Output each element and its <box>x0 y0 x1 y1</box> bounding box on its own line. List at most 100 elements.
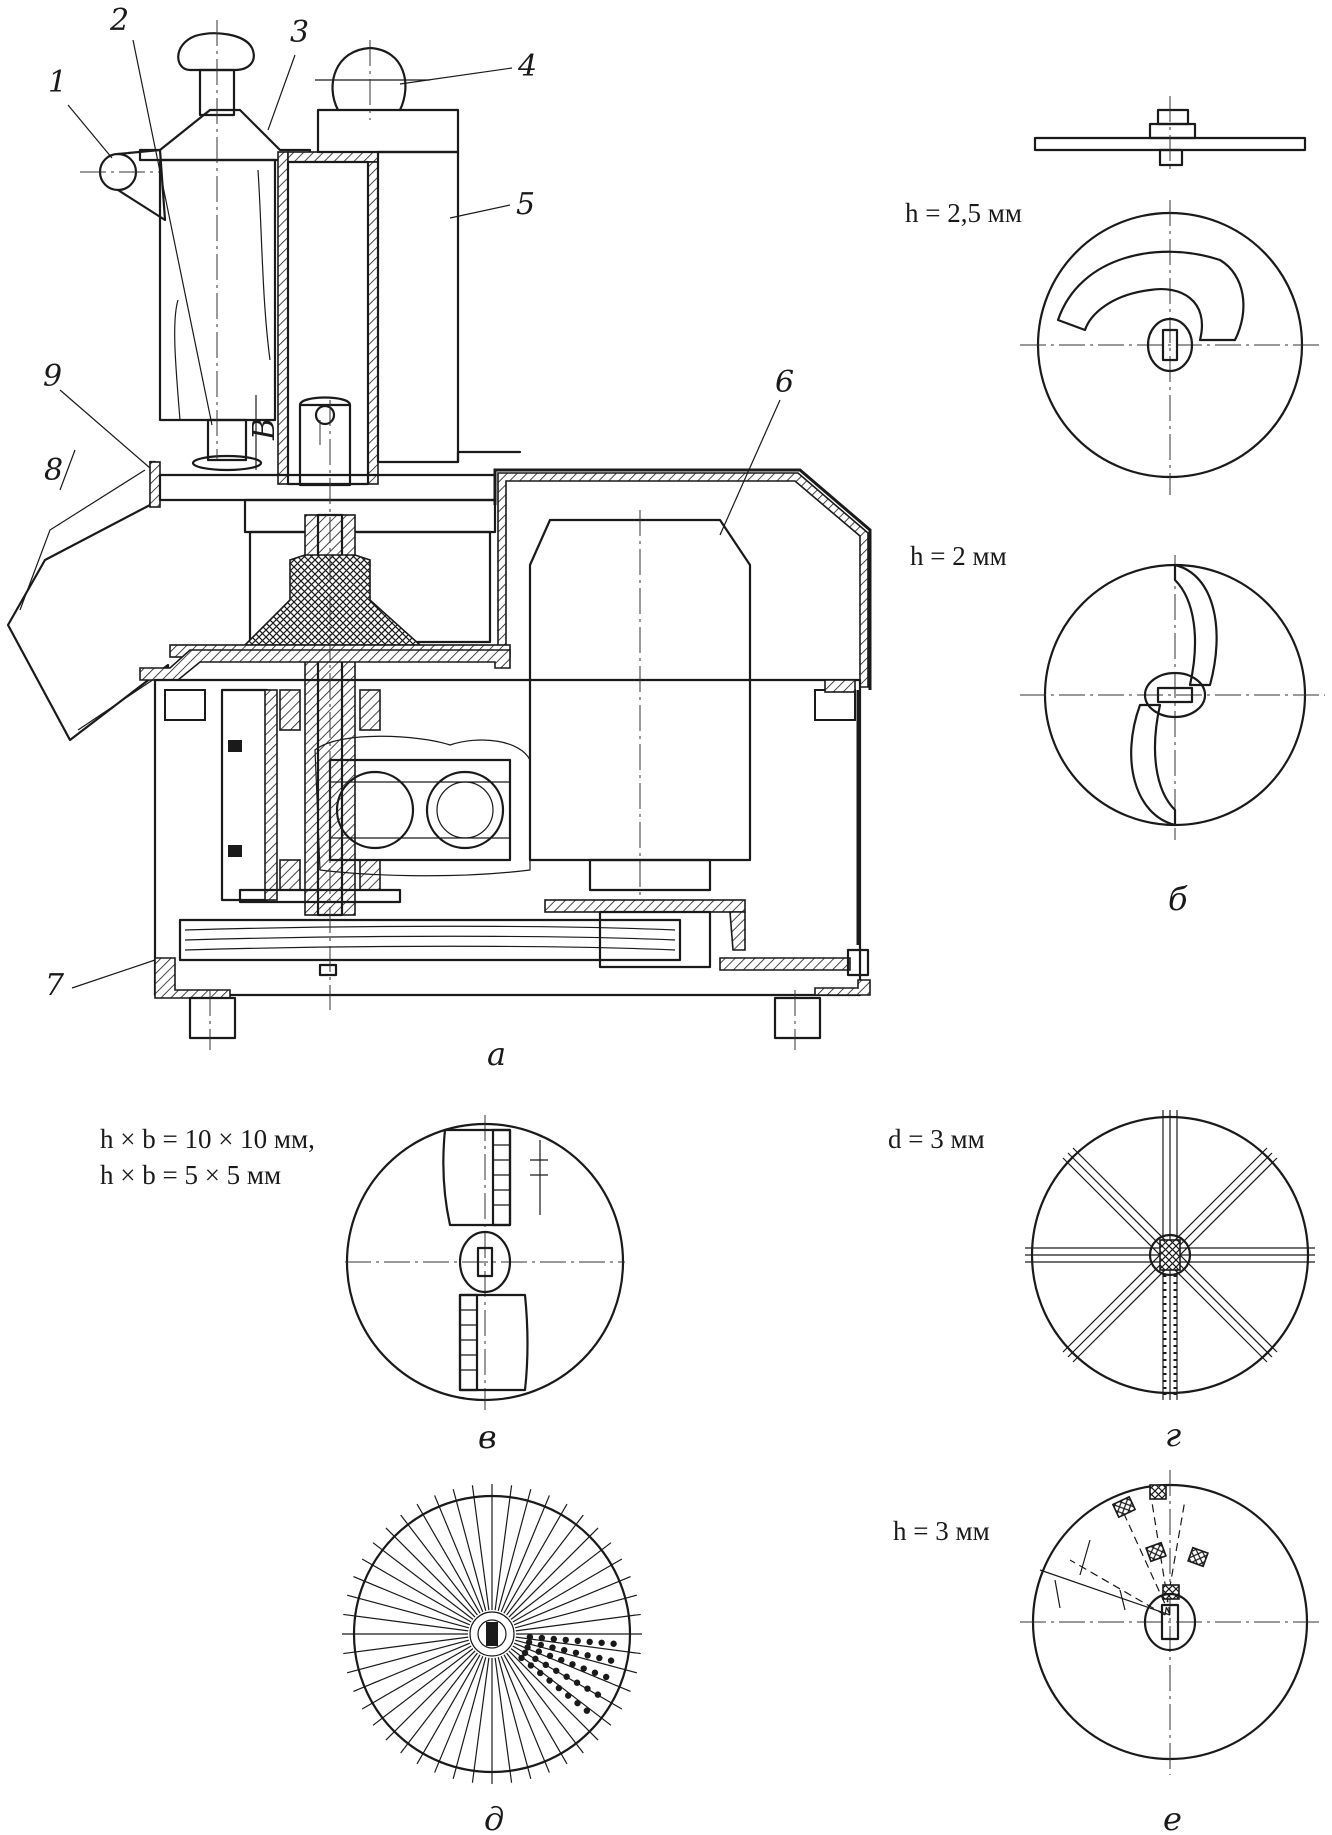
grater-hole <box>532 1655 539 1663</box>
grater-hole <box>546 1677 553 1684</box>
grater-ray <box>361 1645 472 1710</box>
grater-hole <box>583 1707 591 1714</box>
part-number-labels: 1 2 3 4 5 6 7 8 9 В <box>43 3 794 1003</box>
grater-ray <box>416 1503 481 1614</box>
grater-hole <box>594 1691 602 1698</box>
machine-section-view <box>6 20 872 1050</box>
grater-hole <box>537 1669 544 1677</box>
grating-disc <box>342 1484 642 1784</box>
grater-holes <box>518 1633 617 1714</box>
grater-ray <box>471 1485 490 1611</box>
grater-rays <box>342 1484 642 1784</box>
grater-hole <box>580 1665 587 1672</box>
part-number-4: 4 <box>517 49 537 84</box>
slicing-disc-2-5mm <box>1020 200 1320 495</box>
dimension-label-e: h = 3 мм <box>893 1516 990 1546</box>
grater-ray <box>515 1613 641 1632</box>
grater-hole <box>550 1635 558 1643</box>
grater-ray <box>510 1542 612 1620</box>
grater-ray <box>343 1636 469 1655</box>
grater-ray <box>513 1576 631 1626</box>
grater-hole <box>518 1654 525 1662</box>
grater-hole <box>535 1648 542 1655</box>
caption-g: г <box>1165 1416 1181 1454</box>
slicing-disc-2mm <box>1020 555 1325 840</box>
grater-ray <box>353 1642 471 1692</box>
grater-ray <box>503 1503 568 1614</box>
grater-hole <box>610 1640 617 1647</box>
part-number-3: 3 <box>290 15 309 50</box>
grater-hole <box>526 1633 534 1641</box>
grater-hole <box>563 1673 570 1680</box>
grater-hole <box>591 1669 599 1676</box>
grater-ray <box>400 1652 478 1754</box>
grater-ray <box>512 1558 623 1623</box>
caption-a: а <box>487 1035 506 1073</box>
dimension-label-v-line1: h × b = 10 × 10 мм, <box>100 1124 315 1154</box>
grater-hole <box>546 1652 554 1660</box>
caption-v: в <box>478 1418 497 1456</box>
grater-hole <box>549 1644 556 1651</box>
grater-hole <box>584 1652 591 1659</box>
grater-hole <box>574 1637 581 1645</box>
dicing-disc <box>345 1115 625 1410</box>
part-number-6: 6 <box>775 365 794 400</box>
dimension-label-v-line2: h × b = 5 × 5 мм <box>100 1160 281 1190</box>
dimension-letter-b: В <box>247 418 282 441</box>
shredding-disc <box>1025 1110 1315 1400</box>
grater-ray <box>452 1657 487 1780</box>
grater-ray <box>434 1495 484 1613</box>
grater-hole <box>573 1679 581 1686</box>
caption-d: д <box>484 1800 504 1835</box>
grater-ray <box>497 1488 532 1611</box>
grater-ray <box>372 1648 474 1726</box>
grater-hole <box>538 1634 546 1642</box>
grater-ray <box>503 1654 568 1765</box>
grater-ray <box>416 1654 481 1765</box>
grater-hole <box>542 1661 550 1669</box>
grater-ray <box>515 1594 638 1629</box>
dimension-label-b-top: h = 2,5 мм <box>905 198 1022 228</box>
part-number-2: 2 <box>109 3 129 38</box>
grater-ray <box>372 1542 474 1620</box>
grater-hole <box>586 1638 593 1646</box>
grater-ray <box>353 1576 471 1626</box>
grater-ray <box>494 1485 513 1611</box>
grater-ray <box>515 1636 641 1655</box>
grater-hole <box>598 1639 605 1646</box>
grater-ray <box>361 1558 472 1623</box>
grater-hole <box>527 1662 535 1669</box>
grater-ray <box>346 1594 469 1629</box>
part-number-5: 5 <box>516 187 535 222</box>
grater-ray <box>508 1650 599 1741</box>
grater-ray <box>400 1514 478 1616</box>
grater-hole <box>521 1649 529 1657</box>
grater-ray <box>385 1650 476 1741</box>
grater-hole <box>553 1667 560 1674</box>
grater-hole <box>555 1684 563 1692</box>
part-number-8: 8 <box>44 453 63 488</box>
caption-e: е <box>1163 1800 1182 1835</box>
grater-hole <box>574 1699 581 1707</box>
part-number-1: 1 <box>48 65 67 100</box>
grater-hole <box>584 1685 591 1692</box>
grater-ray <box>434 1655 484 1773</box>
grater-hole <box>602 1673 610 1681</box>
part-number-9: 9 <box>43 359 62 394</box>
grater-ray <box>494 1657 513 1783</box>
grater-ray <box>500 1655 550 1773</box>
grater-ray <box>515 1639 638 1674</box>
grater-hole <box>569 1661 576 1668</box>
grater-ray <box>506 1652 584 1754</box>
grater-ray <box>385 1527 476 1618</box>
dimension-label-b-bottom: h = 2 мм <box>910 541 1007 571</box>
grater-ray <box>346 1639 469 1674</box>
grater-hole <box>565 1692 572 1699</box>
part-number-7: 7 <box>45 968 65 1003</box>
grater-ray <box>343 1613 469 1632</box>
grater-hole <box>561 1646 568 1654</box>
grater-hole <box>537 1641 544 1649</box>
grater-hole <box>525 1639 533 1646</box>
grater-ray <box>500 1495 550 1613</box>
